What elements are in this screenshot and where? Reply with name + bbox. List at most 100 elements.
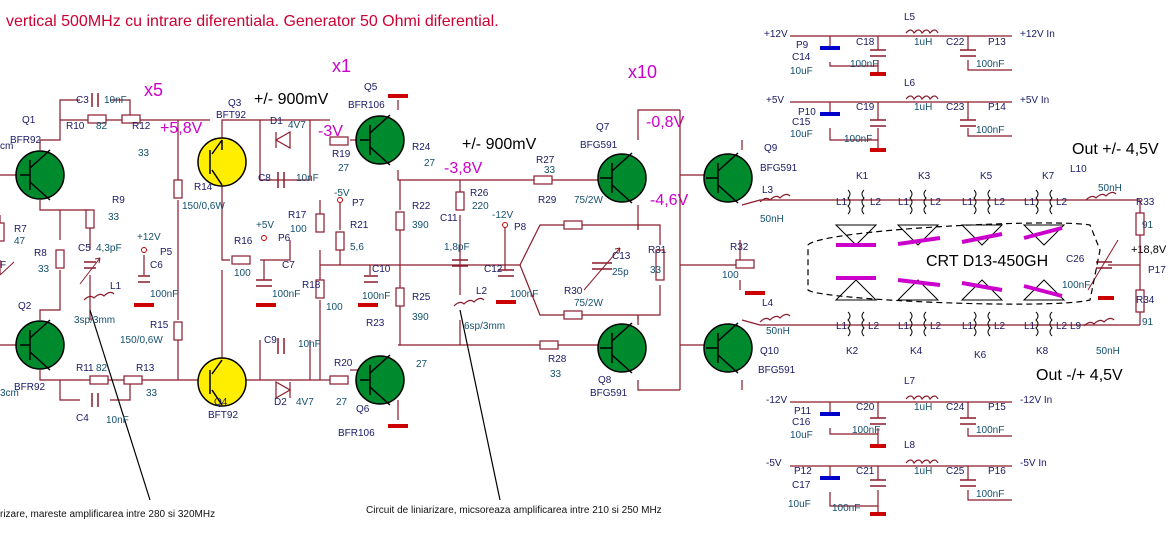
component-label-l-r21v: 5,6 (350, 242, 364, 253)
resistor-r20 (329, 375, 349, 385)
component-label-l-q10: Q10 (760, 346, 779, 357)
ground-symbols (134, 72, 1114, 516)
component-label-l-c25: C25 (946, 466, 965, 477)
component-label-l-q7t: BFG591 (580, 140, 618, 151)
component-label-l-c10v: 100nF (362, 291, 390, 302)
component-label-l-l2e: L2 (868, 321, 880, 332)
component-label-l-q9t: BFG591 (760, 163, 798, 174)
transistor-q8 (597, 322, 647, 374)
component-label-l-r11v: 82 (96, 363, 108, 374)
gain-x5: x5 (144, 80, 163, 100)
component-label-l-p6: P6 (278, 233, 291, 244)
voltage-m3v8: -3,8V (444, 160, 483, 177)
transistor-q10 (703, 322, 753, 374)
resistor-r26 (455, 191, 465, 211)
component-label-l-r26: R26 (470, 188, 489, 199)
voltage-m0v8: -0,8V (646, 114, 685, 131)
component-label-l-q4t: BFT92 (208, 410, 238, 421)
resistor-r13 (123, 375, 143, 385)
component-label-l-c8v: 10nF (296, 173, 319, 184)
component-label-l-r16: R16 (234, 236, 253, 247)
component-label-l-c7: C7 (282, 260, 295, 271)
component-label-l-c26v: 100nF (1062, 280, 1090, 291)
component-label-l-q2t: BFR92 (14, 382, 46, 393)
component-label-l-r17v: 100 (290, 224, 307, 235)
note-left-leader (89, 309, 151, 501)
cap-c12 (498, 269, 514, 277)
note-left: rizare, mareste amplificarea intre 280 s… (0, 509, 215, 520)
component-label-l-d2: D2 (274, 397, 287, 408)
component-label-l-d1: D1 (270, 116, 283, 127)
resistor-r8 (55, 249, 65, 269)
component-label-l-r9v: 33 (108, 212, 120, 223)
electrolytic-caps (820, 46, 840, 480)
cap-c4 (91, 393, 99, 407)
resistor-r28 (539, 340, 559, 350)
component-label-l-r12: R12 (132, 121, 151, 132)
component-label-l-l1: L1 (110, 281, 122, 292)
cap-c3 (91, 93, 99, 107)
component-label-l-p11: P11 (794, 406, 811, 417)
voltage-m3v: -3V (318, 123, 343, 140)
component-label-l-c16v: 10uF (790, 430, 813, 441)
component-label-l-l6v: 1uH (914, 102, 932, 113)
gain-x10: x10 (628, 62, 657, 82)
component-label-l-l7: L7 (904, 376, 916, 387)
component-label-l-c8: C8 (258, 173, 271, 184)
component-label-l-p10: P10 (798, 107, 816, 118)
component-label-l-cm1: cm (0, 141, 13, 152)
coil-l5 (905, 29, 939, 35)
component-label-l-c22v: 100nF (976, 59, 1004, 70)
component-label-l-q5: Q5 (364, 82, 378, 93)
cap-c16 (820, 412, 840, 416)
component-label-l-r34: R34 (1136, 295, 1155, 306)
component-label-l-c4: C4 (76, 413, 89, 424)
component-label-l-q6: Q6 (356, 404, 370, 415)
component-label-l-c22: C22 (946, 37, 965, 48)
component-label-l-p12b: P12 (794, 466, 812, 477)
component-label-l-l1b: L1 (898, 197, 910, 208)
component-label-l-m12v: -12V (492, 210, 513, 221)
component-label-l-l5: L5 (904, 12, 916, 23)
component-label-l-c17: C17 (792, 480, 811, 491)
component-label-l-r27b: 27 (416, 359, 428, 370)
cap-c23 (960, 119, 976, 127)
component-label-l-r24: R24 (412, 142, 431, 153)
component-label-l-p12v: +12V (137, 232, 161, 243)
wires (0, 35, 1141, 512)
resistor-r29 (563, 220, 583, 230)
cap-c8 (277, 172, 285, 188)
hv-label: +18,8V (1131, 244, 1167, 256)
component-label-l-r12v: 33 (138, 148, 150, 159)
coil-l1 (83, 291, 115, 301)
resistor-r12 (121, 114, 141, 124)
component-label-l-r28: R28 (548, 354, 567, 365)
component-label-l-l3: L3 (762, 185, 774, 196)
component-label-l-r33: R33 (1136, 197, 1155, 208)
resistor-r9 (85, 209, 95, 229)
zener-d1 (274, 130, 291, 150)
component-label-l-l5v: 1uH (914, 37, 932, 48)
transistor-q9 (703, 152, 753, 204)
cap-c17 (820, 476, 840, 480)
cap-c5 (84, 261, 96, 269)
component-label-l-r7: R7 (14, 224, 27, 235)
component-label-l-r32: R32 (730, 242, 749, 253)
swing-stage2: +/- 900mV (462, 136, 537, 153)
component-label-l-r28v: 33 (550, 369, 562, 380)
resistor-r14 (173, 179, 183, 199)
component-label-l-l1a: L1 (836, 197, 848, 208)
component-label-l-c3: C3 (76, 95, 89, 106)
component-label-l-p5: P5 (160, 247, 173, 258)
component-label-l-r30v: 75/2W (574, 298, 603, 309)
component-label-l-c12v: 100nF (510, 289, 538, 300)
crt-label: CRT D13-450GH (926, 253, 1048, 270)
component-label-l-q5t: BFR106 (348, 100, 385, 111)
component-label-l-r29v: 75/2W (574, 195, 603, 206)
component-label-l-l9: L9 (1070, 321, 1082, 332)
component-label-l-r13v: 33 (146, 388, 158, 399)
component-label-l-l7v: 1uH (914, 402, 932, 413)
component-label-l-c4v: 10nF (106, 415, 129, 426)
